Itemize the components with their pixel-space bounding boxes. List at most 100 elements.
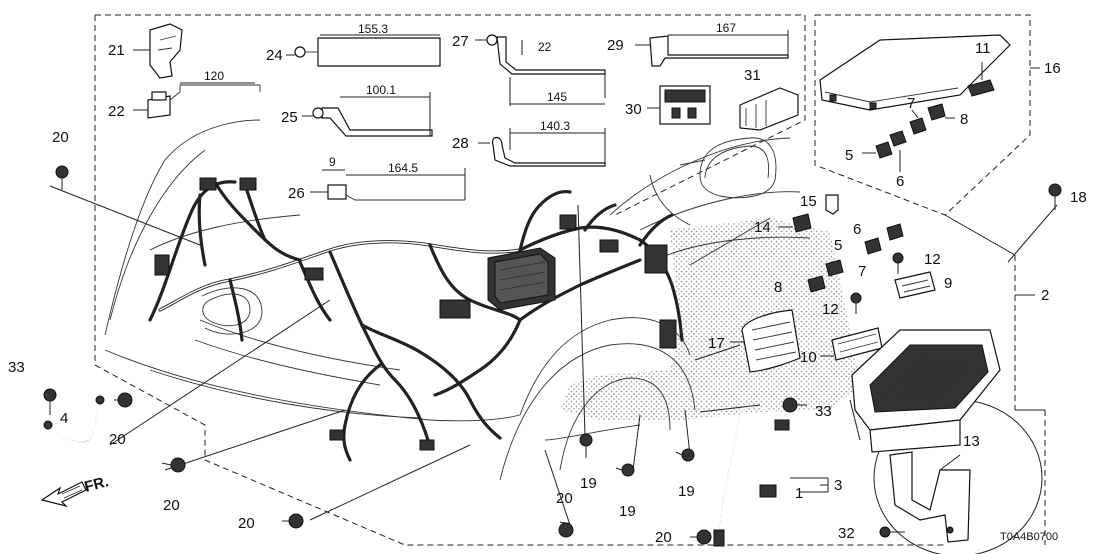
- part-24-bracket[interactable]: [286, 37, 441, 67]
- dim-120: 120: [204, 69, 224, 83]
- part-13-bracket[interactable]: [889, 451, 971, 543]
- part-22-clip[interactable]: [133, 84, 261, 119]
- callout-24: 24: [266, 47, 283, 64]
- callout-10: 10: [800, 349, 817, 366]
- callout-11: 11: [975, 40, 991, 57]
- callout-14: 14: [754, 219, 771, 236]
- callout-19b: 19: [619, 503, 636, 520]
- side-mirror: [679, 137, 777, 199]
- callout-30: 30: [625, 101, 642, 118]
- part-9-fuse-strip[interactable]: [894, 271, 936, 299]
- callout-5b: 5: [834, 237, 842, 254]
- callout-9: 9: [944, 275, 952, 292]
- part-17-module[interactable]: [730, 309, 801, 373]
- part-32-bolt[interactable]: [879, 526, 905, 538]
- part-21-cover[interactable]: [133, 23, 183, 79]
- dim-9: 9: [329, 155, 336, 169]
- bolt-20-e[interactable]: [558, 521, 574, 538]
- bolt-18[interactable]: [1048, 183, 1062, 210]
- bolt-20-c[interactable]: [161, 457, 186, 473]
- part-11-fuse[interactable]: [967, 62, 995, 97]
- relay-box-cover[interactable]: [819, 34, 1011, 111]
- callout-32: 32: [838, 525, 855, 542]
- callout-6a: 6: [896, 173, 904, 190]
- dimension-values: 120 155.3 100.1 9 164.5 22 145 140.3 167: [204, 21, 736, 175]
- bolt-20-d[interactable]: [282, 513, 304, 529]
- bolt-19-b[interactable]: [615, 463, 635, 477]
- part-6-fuse[interactable]: [886, 223, 904, 241]
- bolt-20-f[interactable]: [690, 529, 712, 545]
- callout-5a: 5: [845, 147, 853, 164]
- part-14-relay[interactable]: [778, 213, 812, 233]
- callout-20e: 20: [556, 490, 573, 507]
- dimension-lines: [180, 30, 789, 200]
- callout-21: 21: [108, 42, 125, 59]
- callout-12b: 12: [822, 301, 839, 318]
- callout-labels: 21 22 24 25 26 27 28 29 30 31 11 16 7 8 …: [8, 33, 1087, 546]
- engine-wire-harness: [148, 180, 684, 462]
- callout-31: 31: [744, 67, 761, 84]
- callout-20c: 20: [163, 497, 180, 514]
- callout-19a: 19: [580, 475, 597, 492]
- callout-16: 16: [1044, 60, 1061, 77]
- callout-12a: 12: [924, 251, 941, 268]
- part-27-bracket[interactable]: [475, 34, 606, 75]
- diagram-code: T0A4B0700: [1000, 531, 1058, 543]
- callout-27: 27: [452, 33, 469, 50]
- part-15-clip[interactable]: [825, 194, 839, 215]
- dim-100-1: 100.1: [366, 83, 396, 97]
- callout-20f: 20: [655, 529, 672, 546]
- bolt-19-c[interactable]: [675, 448, 695, 462]
- callout-33a: 33: [8, 359, 25, 376]
- part-29-bracket[interactable]: [635, 35, 789, 67]
- bolt-19-a[interactable]: [579, 433, 593, 458]
- part-4-ground-cable[interactable]: [43, 395, 105, 443]
- callout-6b: 6: [853, 221, 861, 238]
- main-frame-dashed: [94, 14, 1046, 546]
- part-7-fuse[interactable]: [825, 259, 844, 277]
- bolt-33-b[interactable]: [782, 397, 807, 413]
- callout-2: 2: [1041, 287, 1049, 304]
- dim-22: 22: [538, 40, 552, 54]
- part-25-bracket[interactable]: [302, 107, 433, 137]
- part-5-fuse[interactable]: [864, 237, 882, 255]
- callout-29: 29: [607, 37, 624, 54]
- bolt-20-a[interactable]: [55, 165, 69, 190]
- part-28-bracket[interactable]: [478, 136, 606, 167]
- callout-7a: 7: [907, 95, 915, 112]
- part-1-terminal[interactable]: [759, 484, 777, 498]
- bolt-20-b[interactable]: [114, 392, 133, 408]
- dim-145: 145: [547, 90, 567, 104]
- callout-19c: 19: [678, 483, 695, 500]
- callout-20b: 20: [109, 431, 126, 448]
- dim-167: 167: [716, 21, 736, 35]
- callout-25: 25: [281, 109, 298, 126]
- callout-18: 18: [1070, 189, 1087, 206]
- callout-3: 3: [834, 477, 842, 494]
- part-12-bolt[interactable]: [850, 252, 904, 314]
- part-3-battery-cable[interactable]: [713, 406, 790, 547]
- callout-1: 1: [795, 485, 803, 502]
- bolt-33-a[interactable]: [43, 388, 57, 415]
- callout-20d: 20: [238, 515, 255, 532]
- center-fuse-block: [487, 247, 556, 311]
- part-31-cover[interactable]: [739, 87, 799, 131]
- fr-label: FR.: [83, 473, 111, 496]
- part-26-bracket[interactable]: [310, 184, 465, 201]
- part-8-fuse[interactable]: [807, 275, 826, 293]
- front-direction-arrow: FR.: [40, 473, 111, 508]
- dim-140-3: 140.3: [540, 119, 570, 133]
- callout-13: 13: [963, 433, 980, 450]
- callout-7b: 7: [858, 263, 866, 280]
- under-hood-fuse-box[interactable]: [851, 329, 1001, 453]
- callout-33b: 33: [815, 403, 832, 420]
- callout-8a: 8: [960, 111, 968, 128]
- leader-lines: [49, 67, 1058, 526]
- callout-28: 28: [452, 135, 469, 152]
- dotted-area: [560, 218, 860, 420]
- dim-164-5: 164.5: [388, 161, 418, 175]
- small-fuses-group[interactable]: [862, 103, 955, 172]
- part-30-relay[interactable]: [647, 85, 711, 125]
- relay-box-frame-dashed: [814, 14, 1031, 216]
